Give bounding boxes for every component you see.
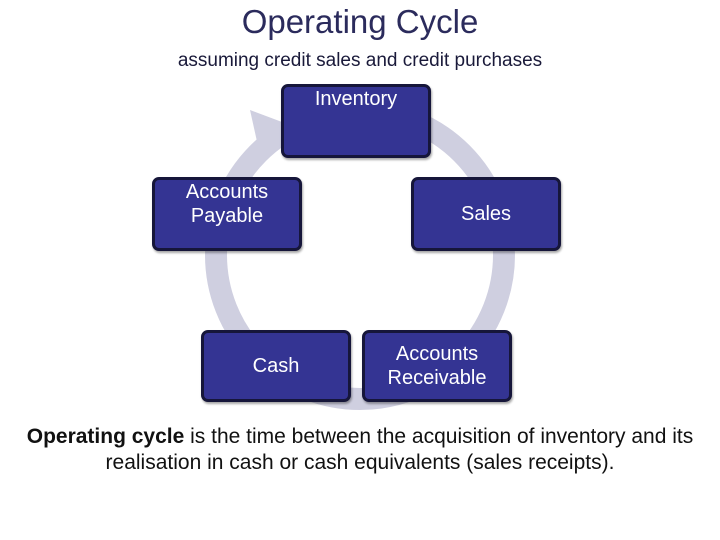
node-accounts-payable-label: Accounts Payable: [185, 181, 269, 227]
node-accounts-payable: Accounts Payable: [152, 177, 302, 251]
node-accounts-receivable-label: Accounts Receivable: [387, 343, 487, 389]
caption: Operating cycle is the time between the …: [0, 424, 720, 476]
node-sales: Sales: [411, 177, 561, 251]
page-subtitle: assuming credit sales and credit purchas…: [177, 50, 543, 71]
cycle-arrow-icon: [250, 110, 282, 146]
node-inventory: Inventory: [281, 84, 431, 158]
caption-term: Operating cycle: [26, 425, 185, 448]
caption-definition: is the time between the acquisition of i…: [105, 425, 694, 474]
node-inventory-label: Inventory: [314, 88, 398, 110]
node-accounts-receivable: Accounts Receivable: [362, 330, 512, 402]
node-sales-label: Sales: [460, 203, 512, 225]
node-cash: Cash: [201, 330, 351, 402]
page-title: Operating Cycle: [241, 3, 479, 40]
node-cash-label: Cash: [252, 355, 300, 377]
